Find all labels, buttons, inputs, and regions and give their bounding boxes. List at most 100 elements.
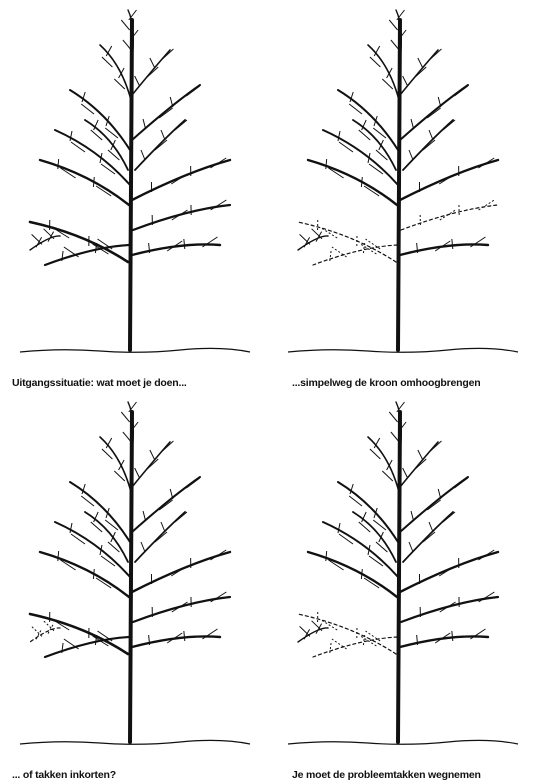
panel-caption: ... of takken inkorten? bbox=[12, 769, 268, 781]
twig bbox=[415, 67, 426, 77]
twig bbox=[159, 108, 172, 118]
twig bbox=[403, 468, 408, 478]
twig bbox=[332, 247, 347, 257]
branch-mid-right-lower bbox=[401, 592, 498, 622]
tree-illustration bbox=[0, 392, 268, 784]
twig bbox=[389, 20, 397, 30]
branch-mid-left bbox=[40, 551, 129, 597]
branch-mid-left bbox=[308, 551, 397, 597]
branch-stroke bbox=[40, 552, 129, 597]
twig bbox=[370, 449, 380, 459]
twig bbox=[454, 86, 467, 96]
branch-stroke bbox=[308, 160, 397, 205]
twig bbox=[409, 150, 413, 160]
tree-illustration bbox=[268, 0, 536, 392]
twig bbox=[411, 119, 414, 129]
twig bbox=[135, 468, 140, 478]
branch-upper-left bbox=[70, 90, 130, 150]
twig bbox=[58, 159, 59, 169]
twig bbox=[339, 142, 353, 152]
twig bbox=[186, 478, 199, 488]
branch-low-right bbox=[132, 237, 220, 255]
twig bbox=[330, 643, 331, 653]
branch-low-right bbox=[132, 629, 220, 647]
twig bbox=[102, 449, 112, 459]
twig bbox=[332, 639, 347, 649]
twig bbox=[186, 86, 199, 96]
branch-stroke bbox=[400, 552, 498, 592]
twig bbox=[58, 551, 59, 561]
branch-stroke bbox=[400, 636, 488, 647]
twig bbox=[423, 532, 435, 542]
branch-stroke bbox=[308, 552, 397, 597]
twig bbox=[430, 49, 441, 59]
twig bbox=[326, 159, 327, 169]
twig bbox=[184, 631, 185, 641]
branch-top bbox=[121, 10, 138, 60]
branch-stroke bbox=[40, 160, 129, 205]
branch-top-left bbox=[100, 437, 131, 492]
twig bbox=[161, 522, 165, 532]
twig bbox=[143, 511, 146, 521]
branch-inner-right bbox=[403, 120, 455, 170]
branch-low-left-tips bbox=[30, 621, 60, 642]
branch-mid-right bbox=[400, 550, 498, 592]
branch-upper-right bbox=[132, 477, 200, 532]
twig bbox=[141, 150, 145, 160]
branch-mid-right-lower bbox=[133, 200, 230, 230]
branch-low-left-tips bbox=[298, 229, 328, 250]
ground-line bbox=[288, 740, 518, 744]
panel-raise-crown: ...simpelweg de kroon omhoogbrengen bbox=[268, 0, 536, 392]
twig bbox=[150, 450, 155, 460]
branch-stroke bbox=[298, 614, 396, 654]
branch-stroke bbox=[100, 437, 131, 492]
twig bbox=[389, 412, 397, 422]
twig bbox=[184, 239, 185, 249]
panel-shorten-branches: ... of takken inkorten? bbox=[0, 392, 268, 784]
branch-top-right bbox=[132, 49, 173, 95]
twig bbox=[326, 551, 327, 561]
branch-stroke bbox=[323, 522, 398, 577]
branch-low-left-2 bbox=[313, 631, 397, 657]
twig bbox=[121, 412, 129, 422]
twig bbox=[155, 140, 167, 150]
branch-top bbox=[121, 402, 138, 452]
panel-initial-situation: Uitgangssituatie: wat moet je doen... bbox=[0, 0, 268, 392]
branch-low-left-tips bbox=[30, 229, 60, 250]
branch-low-right bbox=[400, 629, 488, 647]
branch-stroke bbox=[298, 236, 328, 250]
twig bbox=[339, 534, 353, 544]
branch-top-left bbox=[368, 437, 399, 492]
branch-stroke bbox=[132, 244, 220, 255]
twig bbox=[452, 239, 453, 249]
panel-caption: ...simpelweg de kroon omhoogbrengen bbox=[292, 377, 536, 389]
branch-stroke bbox=[338, 482, 398, 542]
branch-stroke bbox=[400, 244, 488, 255]
branch-stroke bbox=[30, 236, 60, 250]
twig bbox=[159, 500, 172, 510]
twig bbox=[338, 131, 340, 141]
twig bbox=[361, 569, 362, 579]
branch-stroke bbox=[401, 205, 498, 230]
ground-line bbox=[288, 348, 518, 352]
branch-mid-right-lower bbox=[401, 200, 498, 230]
twig bbox=[70, 131, 72, 141]
branch-mid-right-lower bbox=[133, 592, 230, 622]
twig bbox=[102, 57, 112, 67]
twig bbox=[409, 542, 413, 552]
panel-remove-problem-branches: Je moet de probleemtakken wegnemen bbox=[268, 392, 536, 784]
twig bbox=[430, 441, 441, 451]
twig bbox=[427, 500, 440, 510]
branch-stroke bbox=[323, 130, 398, 185]
twig bbox=[423, 140, 435, 150]
branch-low-left bbox=[30, 612, 128, 654]
twig bbox=[162, 49, 173, 59]
twig bbox=[440, 602, 456, 612]
twig bbox=[175, 120, 187, 130]
branch-stroke bbox=[55, 522, 130, 577]
twig bbox=[440, 210, 456, 220]
twig bbox=[93, 177, 94, 187]
twig bbox=[93, 569, 94, 579]
twig bbox=[172, 602, 188, 612]
twig bbox=[418, 450, 423, 460]
